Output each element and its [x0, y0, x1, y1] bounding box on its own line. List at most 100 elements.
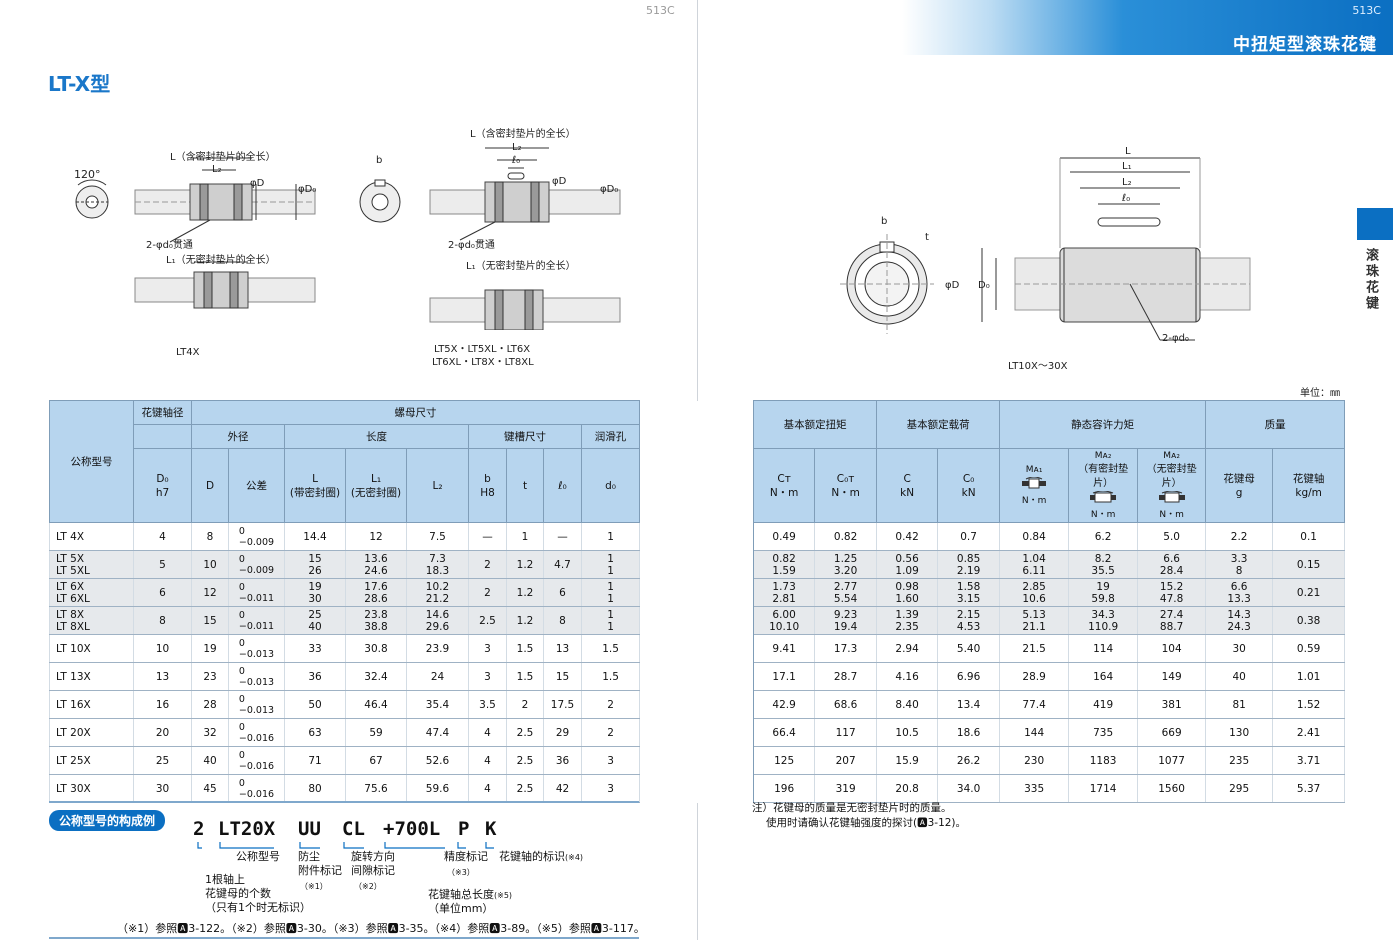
cell-gap [639, 718, 755, 747]
cell-c0-value: 6.96 [956, 670, 981, 683]
header-nut-dims: 螺母尺寸 [190, 400, 641, 425]
cell-model-value: LT 25X [56, 754, 91, 767]
header-mass: 质量 [1205, 400, 1346, 449]
lt10x-caption: LT10X～30X [1008, 361, 1068, 372]
cell-d: 8 [191, 522, 229, 551]
cell-c0t-value: 28.7 [833, 670, 858, 683]
cell-l2: 47.4 [406, 718, 469, 747]
cell-shaft-mass: 0.38 [1272, 606, 1346, 635]
code-shaft: K [485, 818, 497, 840]
cell-d0: 1.5 [580, 634, 641, 663]
cell-l1: 12 [345, 522, 407, 551]
cell-d0-value: 2 [607, 698, 614, 711]
tolerance-value: 0−0.009 [239, 554, 274, 576]
cell-c0t-value: 319 [835, 782, 856, 795]
header-t: t [506, 448, 544, 523]
header-tol: 公差 [228, 448, 285, 523]
cell-b: 2.5 [468, 606, 507, 635]
cell-d: 15 [191, 606, 229, 635]
cell-l0: 13 [543, 634, 582, 663]
cell-nut-mass-value: 14.3 [1227, 608, 1251, 621]
header-lube-hole: 润滑孔 [580, 424, 641, 449]
cell-d0: 1 [580, 522, 641, 551]
cell-nut-mass-value: 13.3 [1227, 592, 1251, 605]
cell-l-value: 50 [308, 698, 322, 711]
cell-tolerance: 0−0.009 [228, 522, 285, 551]
ann-rotation-ref: （※2） [354, 882, 382, 891]
cell-ct-value: 0.82 [772, 552, 796, 565]
cell-d0-value: 3 [607, 754, 614, 767]
header-keyway: 键槽尺寸 [468, 424, 582, 449]
cell-t: 1.5 [506, 634, 544, 663]
lt10x-dim-t: t [925, 232, 929, 243]
cell-c-value: 2.35 [895, 620, 919, 633]
cell-nut-mass-value: 8 [1235, 564, 1243, 577]
tolerance-lower: −0.013 [238, 676, 275, 688]
cell-d0-value: 3 [607, 782, 614, 795]
lt4x-angle: 120° [74, 168, 101, 181]
section-title: 中扭矩型滚珠花键 [1233, 35, 1377, 55]
cell-model-value: LT 20X [56, 726, 91, 739]
cell-c0-value: 18.6 [956, 726, 981, 739]
cell-d0: 2 [580, 718, 641, 747]
cell-d0-value: 1 [607, 564, 614, 577]
cell-nut-mass: 235 [1205, 746, 1274, 775]
side-tab-label: 滚珠花键 [1363, 248, 1378, 312]
cell-c0-value: 1.58 [956, 580, 981, 593]
cell-ma1-value: 77.4 [1022, 698, 1046, 711]
cell-l2: 24 [406, 662, 469, 691]
cell-l1-value: 59 [369, 726, 383, 739]
cell-ma2b-value: 15.2 [1159, 580, 1184, 593]
cell-c: 4.16 [876, 662, 939, 691]
cell-c0-value: 26.2 [956, 754, 981, 767]
code-leaders [197, 842, 494, 849]
cell-b: 3 [468, 662, 507, 691]
ann-length-2: （单位mm） [428, 902, 494, 915]
tolerance-value: 0−0.011 [239, 582, 274, 604]
lt10x-dim-b: b [881, 216, 888, 227]
cell-tolerance: 0−0.013 [228, 634, 285, 663]
cell-nut-mass-value: 2.2 [1230, 530, 1248, 543]
cell-tolerance: 0−0.011 [228, 606, 285, 635]
cell-shaft-mass: 5.37 [1272, 774, 1346, 803]
cell-d: 19 [191, 634, 229, 663]
cell-c-value: 8.40 [895, 698, 919, 711]
cell-l1-value: 13.6 [364, 552, 388, 565]
cell-l: 36 [284, 662, 346, 691]
cell-l: 14.4 [284, 522, 346, 551]
cell-ma2a-value: 1183 [1089, 754, 1117, 767]
cell-l-value: 25 [308, 608, 322, 621]
tolerance-value: 0−0.013 [239, 666, 274, 688]
lt5x-drawing [359, 147, 621, 330]
cell-ma1: 21.5 [999, 634, 1070, 663]
tolerance-value: 0−0.013 [239, 694, 274, 716]
header-model: 公称型号 [49, 400, 134, 523]
cell-c0t-value: 5.54 [833, 592, 858, 605]
cell-d: 12 [191, 578, 229, 607]
cell-ma2a-value: 8.2 [1094, 552, 1112, 565]
cell-ct-value: 9.41 [772, 642, 796, 655]
cell-gap [639, 606, 755, 635]
header-l: L(带密封圈) [284, 448, 346, 523]
tolerance-lower: −0.013 [238, 704, 275, 716]
example-top-rule [49, 801, 639, 803]
cell-c-value: 1.09 [895, 564, 919, 577]
cell-model: LT 16X [49, 690, 134, 719]
lt5x-dim-do: φD₀ [600, 184, 619, 195]
cell-d: 23 [191, 662, 229, 691]
cell-l2-value: 7.5 [429, 530, 446, 543]
cell-c0-value: 0.85 [956, 552, 981, 565]
cell-t: 2 [506, 690, 544, 719]
ann-precision-ref: （※3） [447, 868, 475, 877]
header-l1: L₁(无密封圈) [345, 448, 407, 523]
